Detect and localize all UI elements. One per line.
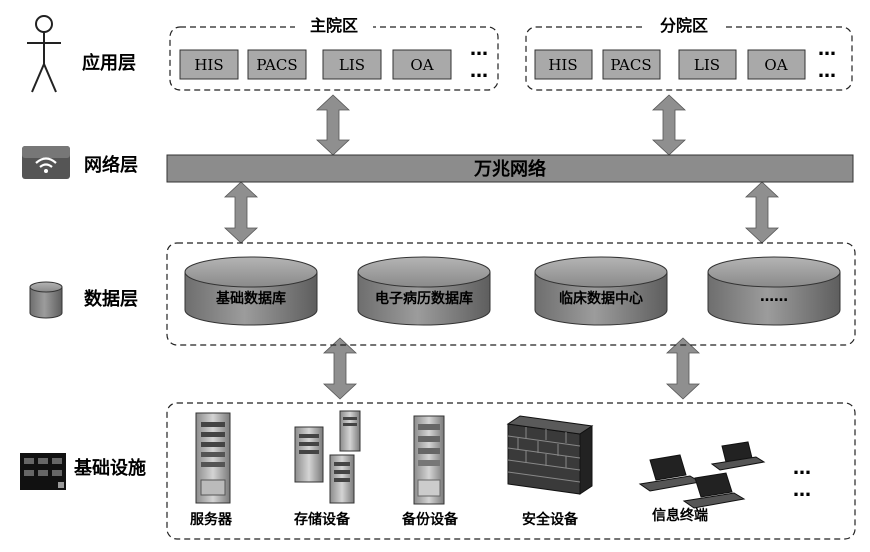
server-icon bbox=[195, 412, 231, 504]
database-cylinder-clinical: 临床数据中心 bbox=[534, 256, 668, 326]
infra-layer-group bbox=[166, 402, 856, 540]
device-label-backup: 备份设备 bbox=[401, 511, 459, 528]
system-box-his-main: HIS bbox=[194, 56, 223, 74]
layer-label-app: 应用层 bbox=[82, 52, 136, 74]
database-label-clinical: 临床数据中心 bbox=[559, 290, 643, 307]
more-dots-main-2: … bbox=[470, 61, 488, 82]
system-box-lis-main: LIS bbox=[339, 56, 365, 74]
data-layer-group bbox=[166, 242, 856, 346]
more-dots-branch-2: … bbox=[818, 61, 836, 82]
backup-icon bbox=[413, 415, 445, 505]
system-box-his-branch: HIS bbox=[548, 56, 577, 74]
database-icon bbox=[29, 281, 63, 319]
person-icon bbox=[27, 15, 61, 93]
device-label-terminal: 信息终端 bbox=[652, 507, 708, 524]
rack-icon bbox=[20, 453, 66, 490]
arrow-network-data-left bbox=[223, 181, 259, 244]
campus-branch-title: 分院区 bbox=[660, 16, 708, 35]
system-box-pacs-main: PACS bbox=[256, 56, 297, 74]
layer-label-data: 数据层 bbox=[84, 288, 138, 310]
more-dots-infra-2: … bbox=[793, 480, 811, 501]
campus-main-title: 主院区 bbox=[310, 16, 358, 35]
arrow-app-network-left bbox=[315, 94, 351, 156]
arrow-network-data-right bbox=[744, 181, 780, 244]
database-label-emr: 电子病历数据库 bbox=[375, 290, 473, 307]
network-bar bbox=[166, 154, 854, 183]
arrow-data-infra-right bbox=[665, 337, 701, 400]
campus-main-group: 主院区 HIS PACS LIS OA … … bbox=[169, 14, 499, 91]
database-cylinder-basic: 基础数据库 bbox=[184, 256, 318, 326]
device-label-storage: 存储设备 bbox=[294, 511, 351, 528]
arrow-app-network-right bbox=[651, 94, 687, 156]
storage-icon bbox=[294, 410, 361, 504]
more-dots-branch-1: … bbox=[818, 39, 836, 60]
system-box-oa-branch: OA bbox=[764, 56, 787, 74]
network-bar-label: 万兆网络 bbox=[473, 158, 546, 180]
campus-branch-group: 分院区 HIS PACS LIS OA … … bbox=[525, 14, 853, 91]
device-label-security: 安全设备 bbox=[522, 511, 579, 528]
database-label-more: …… bbox=[760, 289, 788, 305]
system-box-pacs-branch: PACS bbox=[610, 56, 651, 74]
firewall-icon bbox=[506, 415, 594, 495]
more-dots-infra-1: … bbox=[793, 458, 811, 479]
laptop-icon bbox=[638, 441, 766, 509]
wifi-router-icon bbox=[22, 146, 70, 179]
arrow-data-infra-left bbox=[322, 337, 358, 400]
device-label-server: 服务器 bbox=[190, 511, 233, 528]
layer-label-infra: 基础设施 bbox=[73, 457, 146, 479]
layer-label-network: 网络层 bbox=[84, 154, 138, 176]
database-label-basic: 基础数据库 bbox=[216, 290, 286, 307]
system-box-lis-branch: LIS bbox=[694, 56, 720, 74]
system-box-oa-main: OA bbox=[410, 56, 433, 74]
database-cylinder-emr: 电子病历数据库 bbox=[357, 256, 491, 326]
more-dots-main-1: … bbox=[470, 39, 488, 60]
database-cylinder-more: …… bbox=[707, 256, 841, 326]
